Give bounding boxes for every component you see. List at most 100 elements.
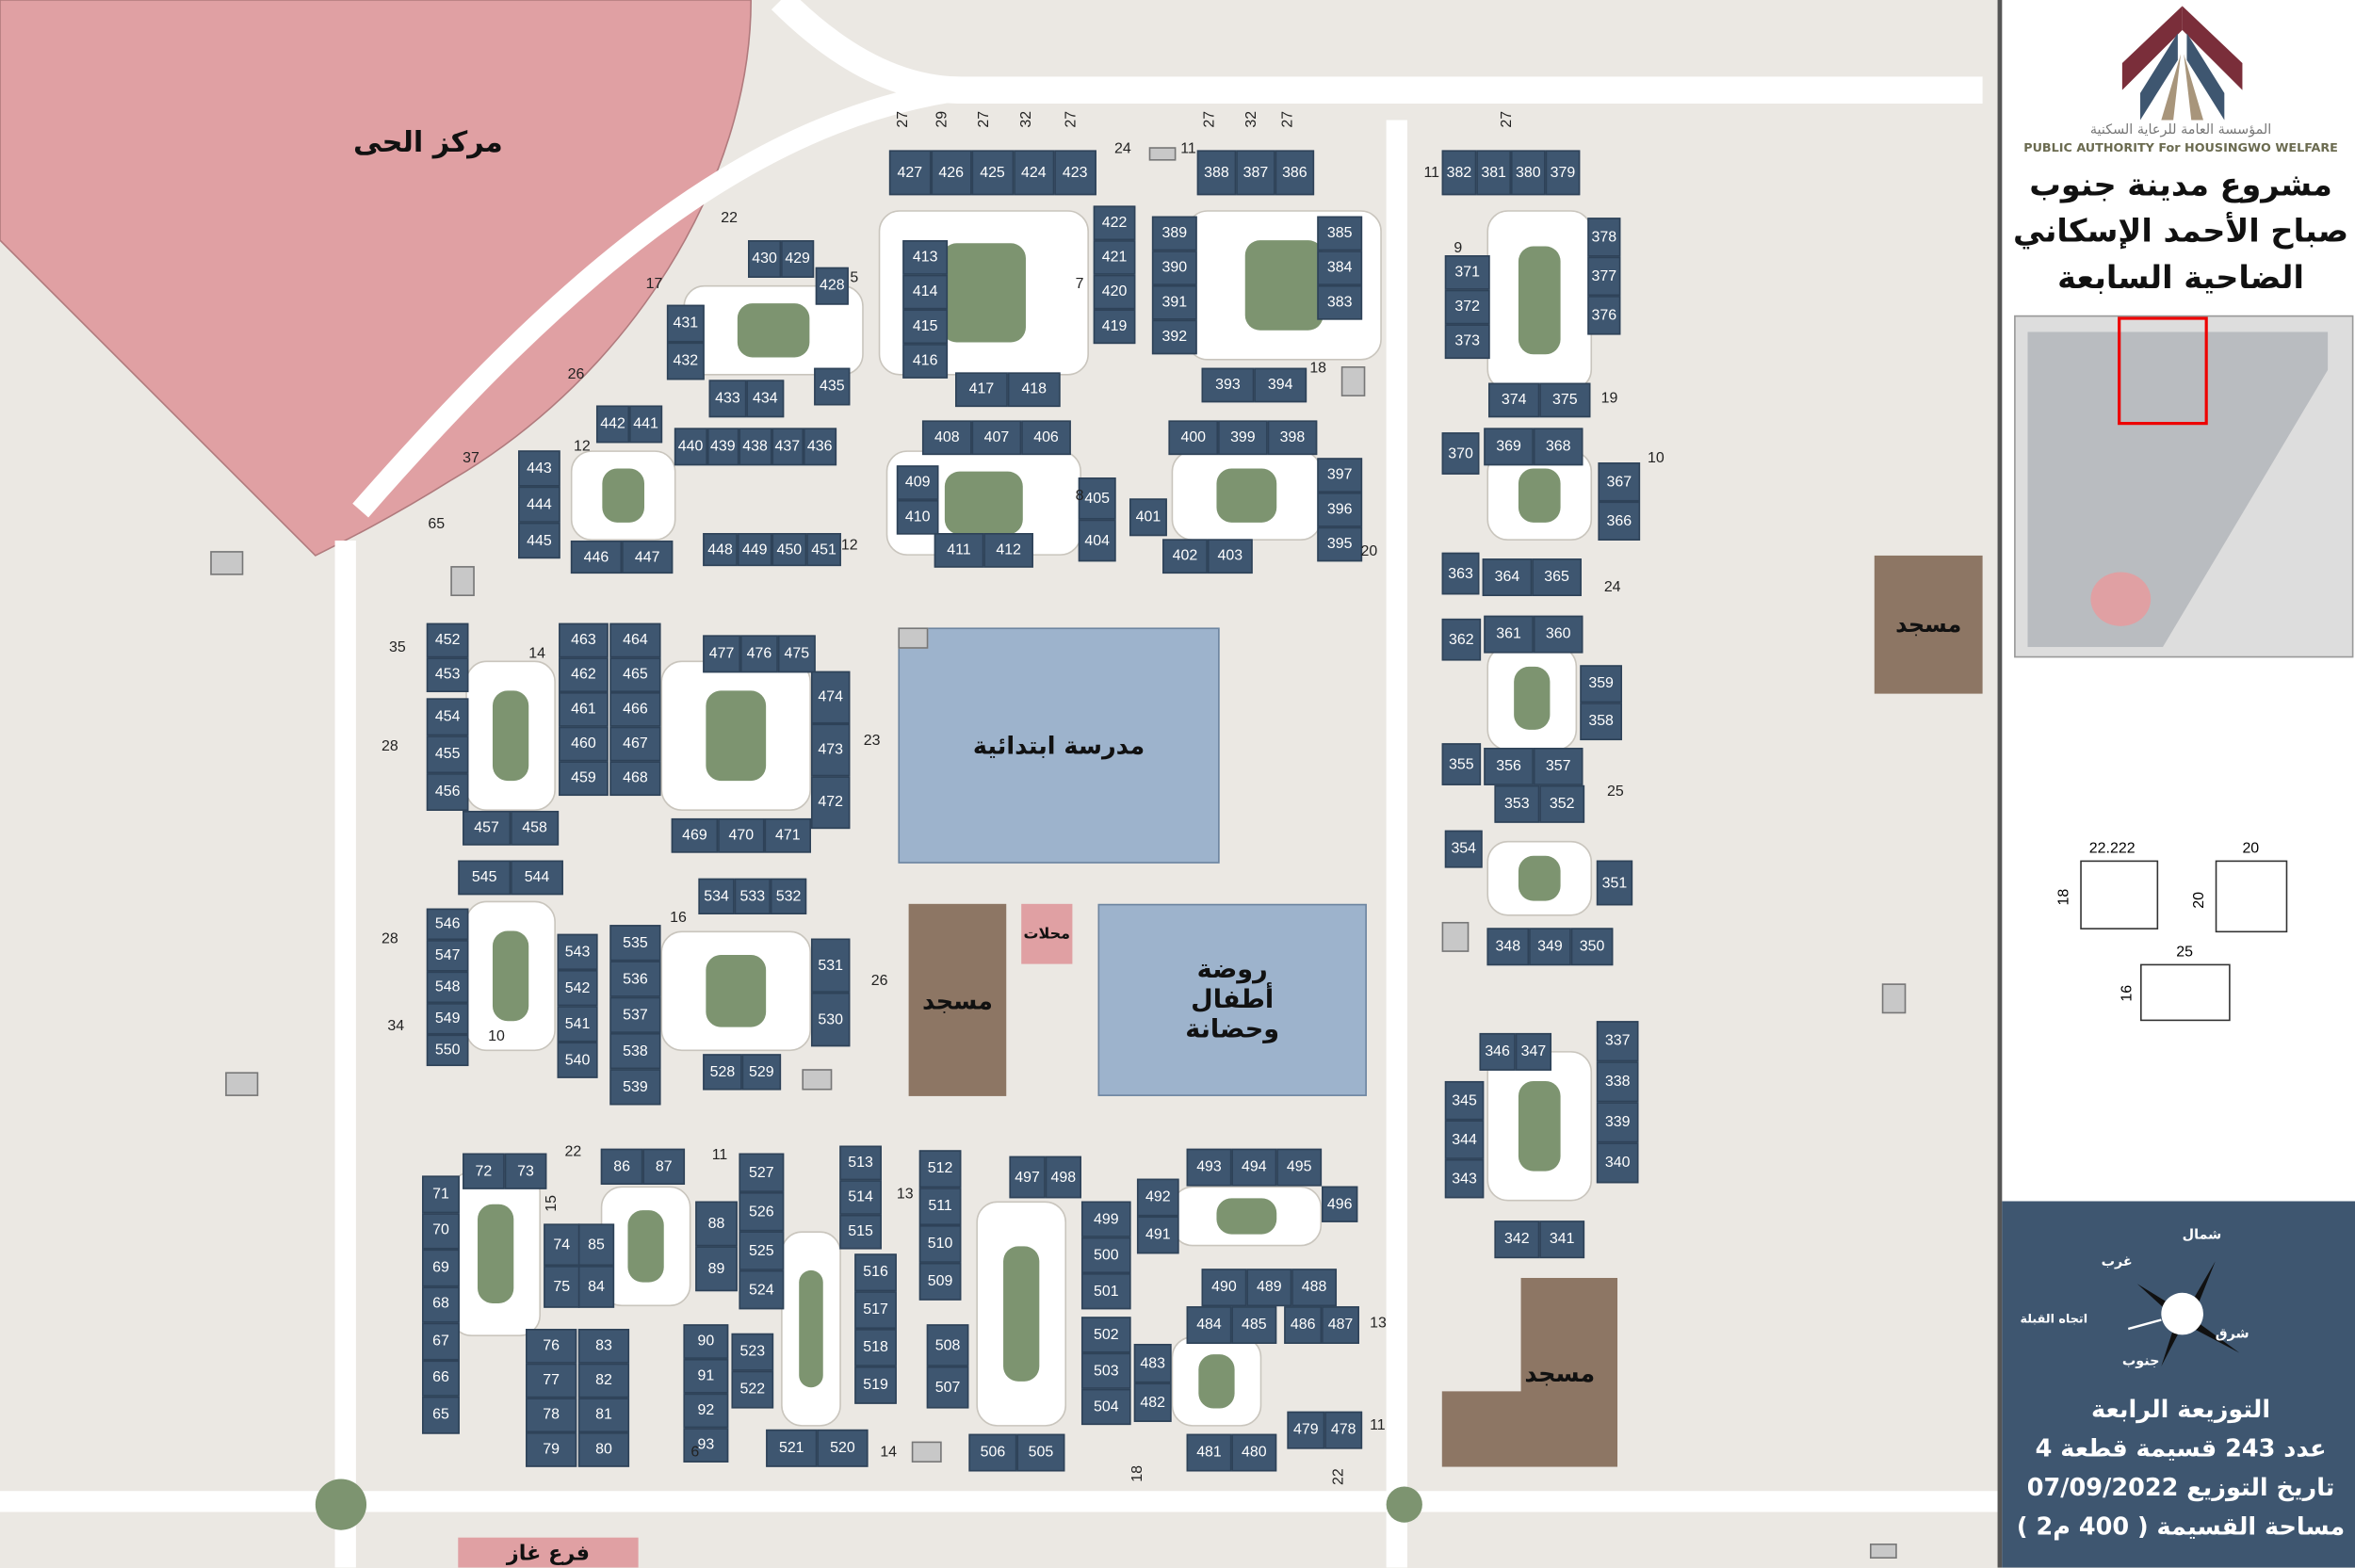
plot-511[interactable]: 511 — [918, 1188, 962, 1226]
plot-428[interactable]: 428 — [815, 267, 849, 305]
gas-station[interactable]: فرع غاز — [458, 1537, 639, 1568]
plot-463[interactable]: 463 — [559, 622, 609, 658]
plot-87[interactable]: 87 — [642, 1148, 686, 1185]
plot-363[interactable]: 363 — [1441, 552, 1480, 595]
shops[interactable]: محلات — [1021, 903, 1073, 964]
plot-384[interactable]: 384 — [1317, 251, 1363, 285]
plot-91[interactable]: 91 — [683, 1358, 729, 1394]
plot-420[interactable]: 420 — [1093, 274, 1136, 310]
plot-418[interactable]: 418 — [1007, 372, 1061, 408]
plot-494[interactable]: 494 — [1231, 1148, 1277, 1187]
plot-381[interactable]: 381 — [1476, 150, 1511, 196]
plot-431[interactable]: 431 — [666, 304, 705, 343]
plot-442[interactable]: 442 — [595, 405, 630, 444]
plot-524[interactable]: 524 — [739, 1269, 785, 1310]
plot-348[interactable]: 348 — [1486, 928, 1530, 966]
plot-434[interactable]: 434 — [746, 380, 785, 418]
plot-450[interactable]: 450 — [771, 533, 807, 567]
plot-400[interactable]: 400 — [1168, 420, 1219, 456]
plot-493[interactable]: 493 — [1186, 1148, 1232, 1187]
plot-433[interactable]: 433 — [708, 380, 747, 418]
plot-489[interactable]: 489 — [1246, 1269, 1292, 1307]
plot-495[interactable]: 495 — [1276, 1148, 1323, 1187]
plot-454[interactable]: 454 — [426, 698, 469, 736]
plot-337[interactable]: 337 — [1596, 1021, 1639, 1062]
plot-405[interactable]: 405 — [1078, 477, 1116, 520]
plot-355[interactable]: 355 — [1441, 743, 1482, 785]
plot-367[interactable]: 367 — [1598, 462, 1641, 502]
plot-461[interactable]: 461 — [559, 692, 609, 727]
plot-499[interactable]: 499 — [1080, 1201, 1131, 1237]
plot-453[interactable]: 453 — [426, 657, 469, 693]
plot-430[interactable]: 430 — [748, 240, 782, 278]
plot-398[interactable]: 398 — [1267, 420, 1318, 456]
plot-407[interactable]: 407 — [971, 420, 1022, 456]
plot-496[interactable]: 496 — [1322, 1186, 1358, 1222]
plot-483[interactable]: 483 — [1133, 1343, 1172, 1383]
plot-382[interactable]: 382 — [1441, 150, 1477, 196]
plot-422[interactable]: 422 — [1093, 205, 1136, 241]
plot-490[interactable]: 490 — [1201, 1269, 1247, 1307]
plot-397[interactable]: 397 — [1317, 458, 1363, 493]
plot-360[interactable]: 360 — [1533, 615, 1584, 654]
plot-529[interactable]: 529 — [741, 1054, 782, 1091]
plot-389[interactable]: 389 — [1151, 216, 1197, 251]
plot-482[interactable]: 482 — [1133, 1382, 1172, 1422]
plot-372[interactable]: 372 — [1444, 289, 1490, 325]
plot-435[interactable]: 435 — [814, 367, 851, 406]
plot-69[interactable]: 69 — [422, 1249, 460, 1286]
plot-374[interactable]: 374 — [1488, 382, 1540, 418]
plot-339[interactable]: 339 — [1596, 1102, 1639, 1143]
plot-472[interactable]: 472 — [810, 776, 851, 830]
plot-78[interactable]: 78 — [526, 1398, 577, 1433]
plot-377[interactable]: 377 — [1587, 256, 1621, 297]
plot-465[interactable]: 465 — [609, 657, 661, 693]
plot-507[interactable]: 507 — [926, 1366, 969, 1409]
plot-366[interactable]: 366 — [1598, 501, 1641, 541]
plot-67[interactable]: 67 — [422, 1322, 460, 1360]
plot-521[interactable]: 521 — [766, 1429, 818, 1467]
plot-426[interactable]: 426 — [930, 150, 972, 196]
plot-386[interactable]: 386 — [1275, 150, 1315, 196]
plot-506[interactable]: 506 — [968, 1433, 1017, 1472]
plot-423[interactable]: 423 — [1054, 150, 1096, 196]
plot-535[interactable]: 535 — [609, 925, 661, 962]
plot-542[interactable]: 542 — [557, 969, 598, 1007]
plot-416[interactable]: 416 — [902, 344, 949, 379]
plot-500[interactable]: 500 — [1080, 1237, 1131, 1274]
kindergarten[interactable]: روضة أطفال وحضانة — [1097, 903, 1367, 1096]
plot-401[interactable]: 401 — [1129, 498, 1167, 537]
plot-476[interactable]: 476 — [740, 635, 778, 673]
plot-544[interactable]: 544 — [511, 860, 563, 896]
plot-484[interactable]: 484 — [1186, 1306, 1232, 1344]
plot-471[interactable]: 471 — [764, 817, 811, 853]
plot-411[interactable]: 411 — [934, 533, 984, 568]
plot-399[interactable]: 399 — [1218, 420, 1268, 456]
plot-394[interactable]: 394 — [1254, 367, 1307, 403]
plot-93[interactable]: 93 — [683, 1428, 729, 1463]
plot-509[interactable]: 509 — [918, 1262, 962, 1301]
plot-541[interactable]: 541 — [557, 1006, 598, 1043]
plot-77[interactable]: 77 — [526, 1363, 577, 1398]
plot-443[interactable]: 443 — [518, 450, 560, 487]
plot-86[interactable]: 86 — [600, 1148, 643, 1185]
plot-80[interactable]: 80 — [577, 1432, 630, 1467]
plot-526[interactable]: 526 — [739, 1191, 785, 1232]
plot-462[interactable]: 462 — [559, 657, 609, 693]
plot-359[interactable]: 359 — [1580, 665, 1622, 703]
plot-438[interactable]: 438 — [739, 428, 771, 466]
plot-439[interactable]: 439 — [706, 428, 739, 466]
plot-479[interactable]: 479 — [1287, 1411, 1325, 1449]
plot-457[interactable]: 457 — [463, 810, 512, 846]
plot-346[interactable]: 346 — [1479, 1032, 1516, 1071]
plot-368[interactable]: 368 — [1533, 428, 1584, 466]
plot-502[interactable]: 502 — [1080, 1317, 1131, 1353]
plot-396[interactable]: 396 — [1317, 492, 1363, 527]
plot-508[interactable]: 508 — [926, 1324, 969, 1366]
plot-468[interactable]: 468 — [609, 761, 661, 797]
plot-89[interactable]: 89 — [695, 1246, 738, 1292]
plot-351[interactable]: 351 — [1596, 860, 1633, 906]
plot-65[interactable]: 65 — [422, 1396, 460, 1433]
plot-390[interactable]: 390 — [1151, 251, 1197, 285]
